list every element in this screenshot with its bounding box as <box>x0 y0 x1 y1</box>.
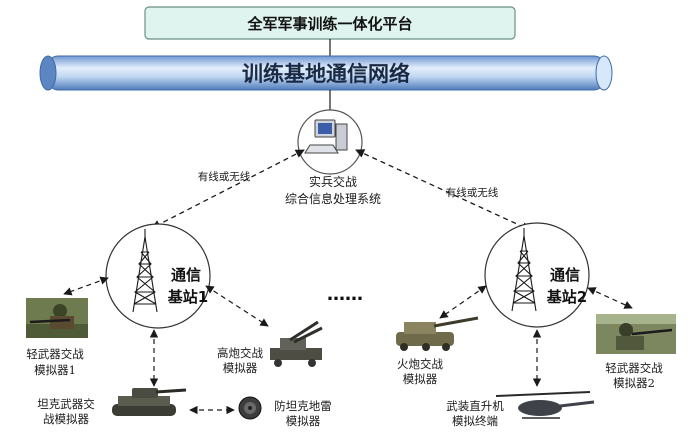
link-right <box>355 149 531 231</box>
tower-icon <box>511 228 537 312</box>
station1-label-line2: 基站1 <box>167 288 208 306</box>
link-station2-light-weapon <box>587 287 633 309</box>
center-label-line1: 实兵交战 <box>309 174 357 189</box>
helicopter-icon <box>495 391 595 419</box>
light-weapon-2-line2: 模拟器2 <box>613 376 655 390</box>
tank-line2: 战模拟器 <box>43 412 89 426</box>
station1-circle <box>105 223 211 329</box>
link-left-label: 有线或无线 <box>198 170 251 183</box>
network-label: 训练基地通信网络 <box>242 62 410 86</box>
link-right-label: 有线或无线 <box>446 186 499 199</box>
artillery-left-line2: 模拟器 <box>223 361 258 375</box>
artillery-icon <box>396 316 479 351</box>
link-station1-light-weapon <box>63 276 109 296</box>
soldier-image-1 <box>26 298 88 338</box>
helicopter-line2: 模拟终端 <box>452 414 498 428</box>
helicopter-line1: 武装直升机 <box>446 399 504 413</box>
tank-line1: 坦克武器交 <box>37 397 95 411</box>
tower-icon <box>132 229 158 313</box>
ellipsis: …… <box>327 284 363 305</box>
station2-label-line2: 基站2 <box>546 288 587 306</box>
link-station1-artillery <box>205 285 269 327</box>
platform-label: 全军军事训练一体化平台 <box>246 15 412 33</box>
link-left <box>151 149 305 229</box>
artillery-left-line1: 高炮交战 <box>217 346 263 360</box>
light-weapon-2-line1: 轻武器交战 <box>605 361 663 375</box>
artillery-right-line2: 模拟器 <box>403 372 438 386</box>
mine-line1: 防坦克地雷 <box>274 399 332 413</box>
soldier-image-2 <box>596 314 676 354</box>
station1-label-line1: 通信 <box>171 266 201 284</box>
light-weapon-1-line2: 模拟器1 <box>34 363 76 377</box>
station2-circle <box>484 222 590 328</box>
anti-aircraft-gun-icon <box>270 320 323 367</box>
computer-icon <box>304 119 348 154</box>
mine-icon <box>238 396 262 420</box>
center-label-line2: 综合信息处理系统 <box>285 191 381 206</box>
light-weapon-1-line1: 轻武器交战 <box>26 347 84 361</box>
artillery-right-line1: 火炮交战 <box>397 357 443 371</box>
link-station2-artillery <box>439 285 487 319</box>
station2-label-line1: 通信 <box>550 266 580 284</box>
mine-line2: 模拟器 <box>286 414 321 428</box>
tank-icon <box>112 388 187 416</box>
network-pipe: 训练基地通信网络 <box>39 55 613 91</box>
